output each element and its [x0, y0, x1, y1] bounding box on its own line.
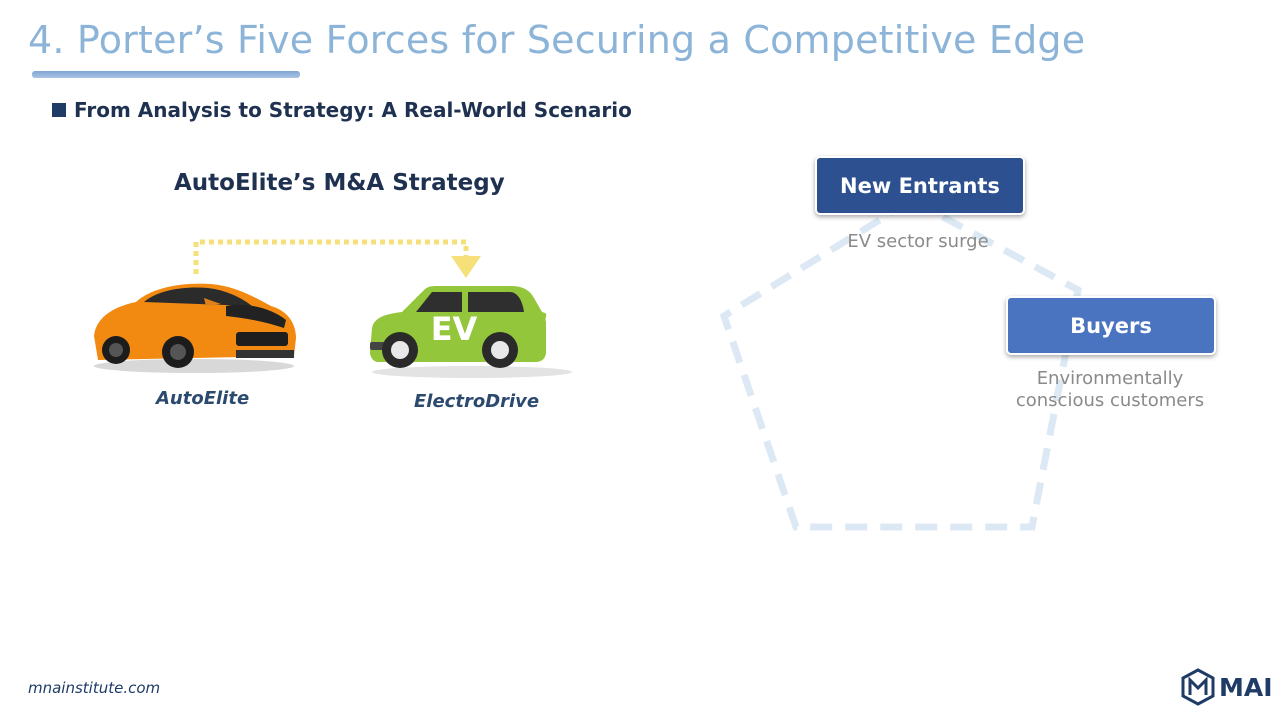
- bullet-square-icon: [52, 103, 66, 117]
- footer-url: mnainstitute.com: [28, 679, 161, 697]
- mai-logo-hexagon-icon: [1181, 668, 1215, 706]
- force-new-entrants: New Entrants: [815, 156, 1025, 215]
- title-underline: [32, 71, 300, 78]
- force-buyers-desc-line-2: conscious customers: [1015, 390, 1205, 411]
- mai-logo-text: MAI: [1219, 672, 1273, 702]
- force-buyers: Buyers: [1006, 296, 1216, 355]
- target-label: ElectroDrive: [414, 391, 540, 412]
- slide-title: 4. Porter’s Five Forces for Securing a C…: [28, 18, 1086, 62]
- subtitle: From Analysis to Strategy: A Real-World …: [74, 98, 632, 122]
- force-buyers-desc: Environmentally conscious customers: [1000, 368, 1220, 412]
- force-buyers-desc-line-1: Environmentally: [1036, 368, 1184, 389]
- acquirer-label: AutoElite: [156, 388, 250, 409]
- force-new-entrants-desc: EV sector surge: [847, 231, 989, 252]
- ev-badge: EV: [431, 310, 478, 348]
- five-forces-pentagon: [719, 195, 1082, 531]
- scenario-title: AutoElite’s M&A Strategy: [174, 170, 505, 196]
- mai-logo: MAI: [1180, 668, 1273, 706]
- green-ev-car-icon: EV: [370, 286, 572, 378]
- acquisition-arrow-icon: [193, 239, 481, 278]
- orange-sports-car-icon: [94, 283, 296, 373]
- subtitle-row: From Analysis to Strategy: A Real-World …: [52, 98, 632, 122]
